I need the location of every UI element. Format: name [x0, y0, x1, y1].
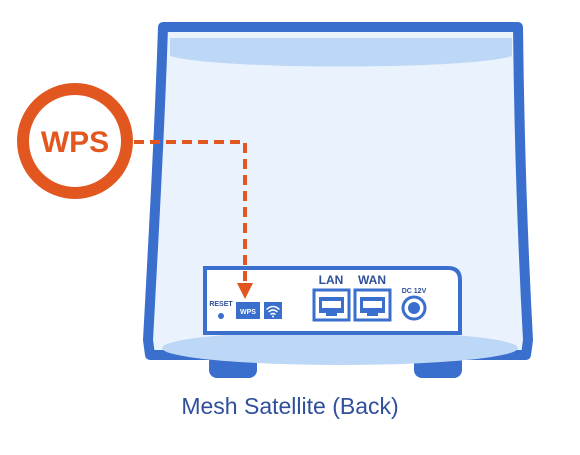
arrow-down-icon — [237, 283, 253, 299]
reset-hole — [218, 313, 224, 319]
device-base — [162, 331, 518, 365]
wps-callout-circle — [17, 83, 133, 199]
dc-power-port — [401, 295, 427, 321]
device-top — [170, 38, 512, 67]
wan-port — [353, 288, 392, 322]
lan-label: LAN — [319, 273, 344, 287]
wps-callout-label: WPS — [41, 126, 109, 159]
wps-button — [236, 302, 260, 319]
lan-port — [312, 288, 351, 322]
callout-leader-line — [134, 140, 247, 287]
dc-label: DC 12V — [402, 288, 427, 295]
reset-label: RESET — [209, 301, 233, 308]
wifi-icon — [264, 302, 282, 319]
wps-button-label: WPS — [240, 309, 256, 316]
device-caption: Mesh Satellite (Back) — [181, 393, 399, 419]
wan-label: WAN — [358, 273, 386, 287]
